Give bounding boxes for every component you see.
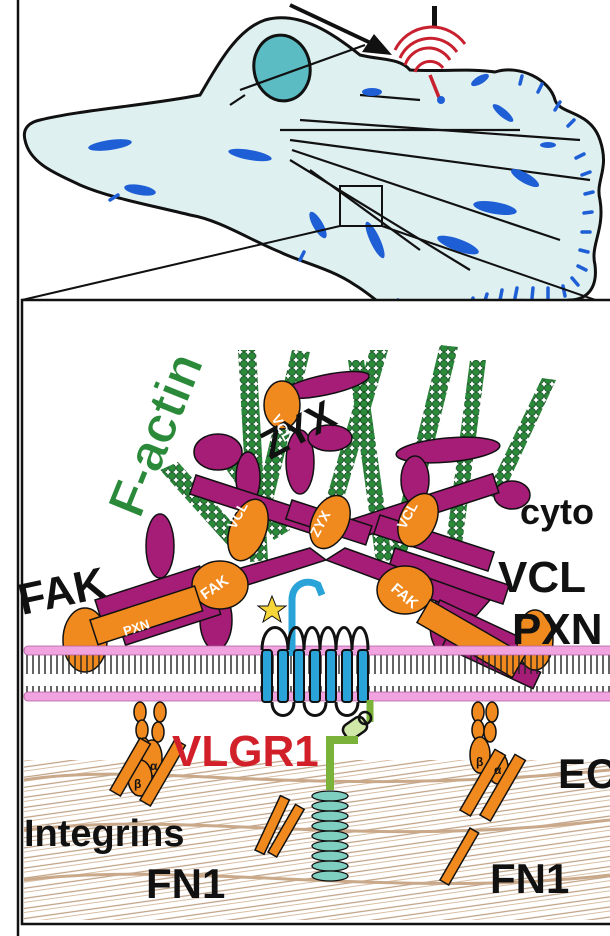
ec-label: EC xyxy=(558,750,610,797)
migration-arrowhead xyxy=(362,34,392,55)
cell-overview xyxy=(22,5,610,326)
fn1-right-label: FN1 xyxy=(490,855,569,902)
cyto-label: cyto xyxy=(520,491,594,532)
beta-right: β xyxy=(476,755,483,769)
signal-bar xyxy=(432,6,437,26)
alpha-right: α xyxy=(494,763,502,777)
zoom-line-left xyxy=(22,226,340,300)
vlgr1-label: VLGR1 xyxy=(172,727,319,776)
integrins-label: Integrins xyxy=(24,813,184,855)
beta-left: β xyxy=(134,777,141,791)
pxn-label: PXN xyxy=(512,605,602,654)
vcl-label: VCL xyxy=(498,553,586,602)
fn1-left-label: FN1 xyxy=(146,860,225,907)
alpha-left: α xyxy=(150,759,158,773)
